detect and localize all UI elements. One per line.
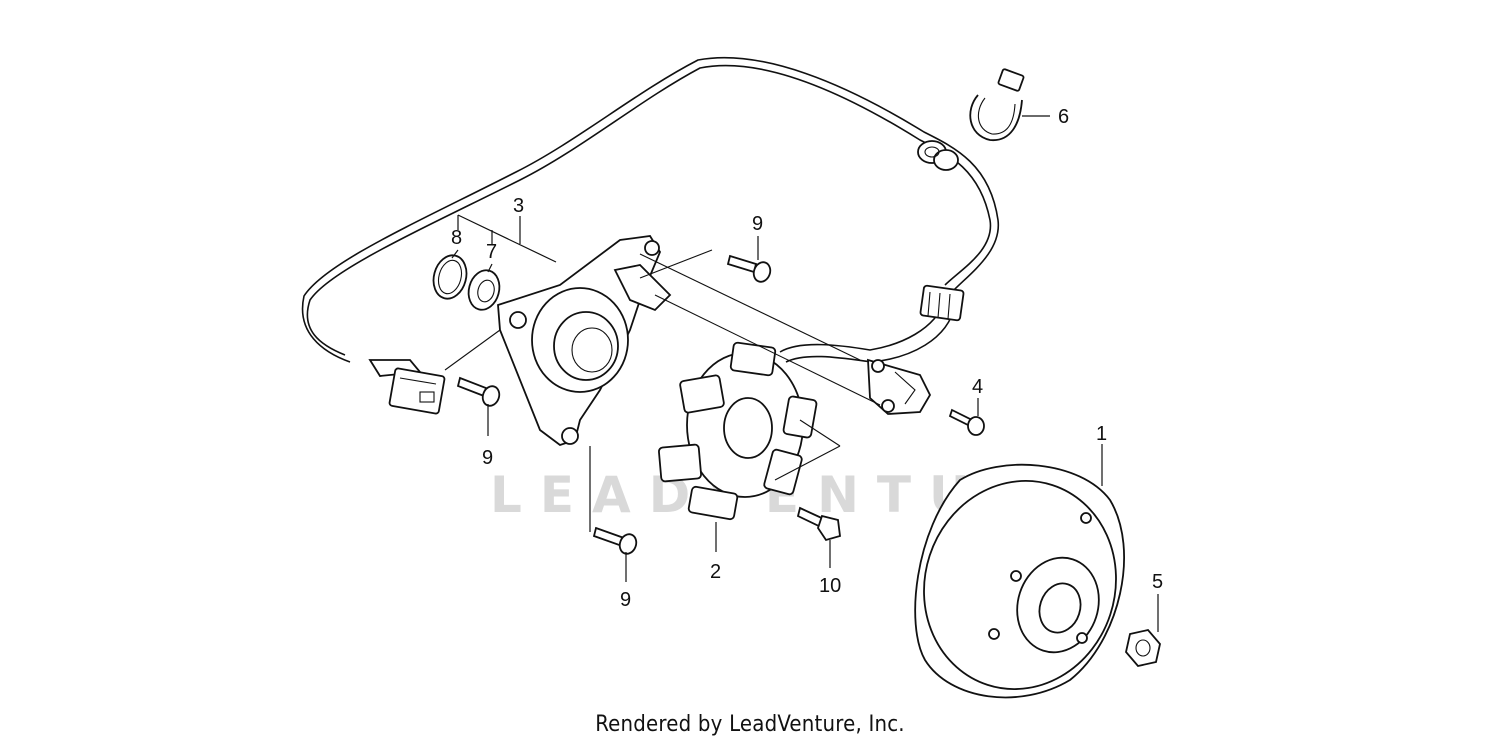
callout-4: 4	[972, 376, 983, 398]
callout-3: 3	[513, 195, 524, 217]
wiring-harness	[301, 56, 999, 415]
o-ring	[432, 254, 468, 300]
bolt-10	[796, 506, 841, 542]
stator-coil	[658, 341, 818, 521]
callout-9-bottom: 9	[620, 589, 631, 611]
callout-2: 2	[710, 561, 721, 583]
callout-10: 10	[819, 575, 841, 597]
render-credit: Rendered by LeadVenture, Inc.	[595, 712, 905, 737]
harness-coupler-left	[368, 359, 446, 415]
callout-7: 7	[486, 241, 497, 263]
callout-6: 6	[1058, 106, 1069, 128]
callout-1: 1	[1096, 423, 1107, 445]
stator-base	[497, 235, 672, 447]
oil-seal	[467, 269, 501, 311]
callout-5: 5	[1152, 571, 1163, 593]
bolt-9-top	[726, 254, 772, 283]
bolt-4	[948, 408, 985, 436]
pulse-generator	[867, 358, 932, 415]
flywheel	[914, 463, 1125, 699]
harness-grommet	[917, 140, 959, 171]
callout-8: 8	[451, 227, 462, 249]
bolt-9-bottom	[592, 526, 638, 555]
callout-9-top: 9	[752, 213, 763, 235]
flange-nut	[1125, 629, 1161, 667]
harness-connector-right	[919, 284, 965, 322]
callout-9-left: 9	[482, 447, 493, 469]
cable-band	[969, 68, 1025, 141]
bolt-9-left	[456, 376, 501, 407]
assembly-guide-lines	[444, 249, 881, 481]
leader-lines	[451, 115, 1159, 632]
